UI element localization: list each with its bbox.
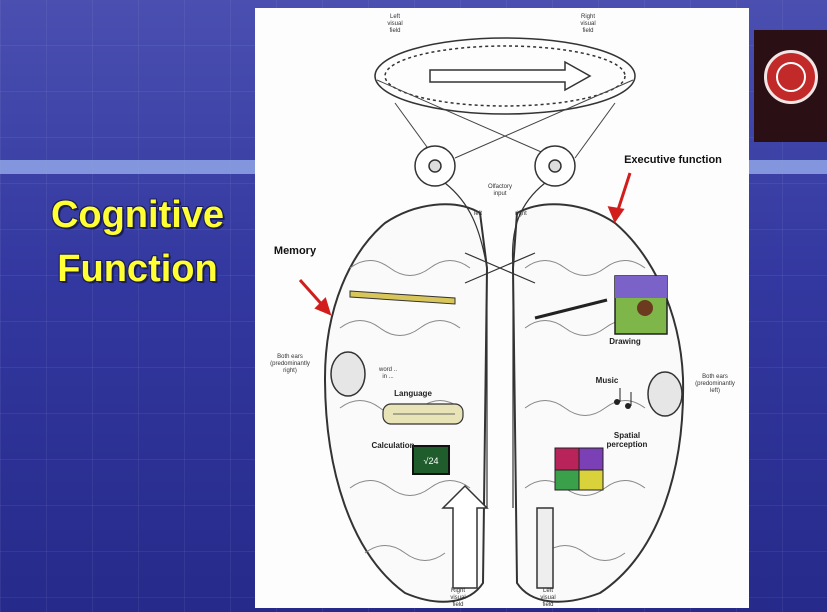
right-eye	[535, 146, 575, 186]
left-visual-field-bottom-line3: field	[542, 602, 553, 608]
calculation-label: Calculation	[371, 441, 414, 450]
memory-arrow	[300, 280, 329, 313]
right-visual-field-bottom-line2: visual	[450, 595, 465, 601]
brain-diagram: √24	[255, 8, 749, 608]
right-visual-field-bottom-line1: Right	[451, 588, 465, 594]
memory-label: Memory	[274, 245, 317, 257]
right-ear	[648, 372, 682, 416]
word-fragment-line2: in ...	[382, 374, 394, 380]
optic-rays	[377, 80, 633, 158]
left-ear-label-line3: right)	[283, 368, 297, 374]
calculation-board-icon: √24	[413, 446, 449, 474]
right-tract-label: right	[515, 211, 527, 217]
drawing-label: Drawing	[609, 337, 641, 346]
left-ear	[331, 352, 365, 396]
slide-title: Cognitive Function	[30, 188, 245, 296]
language-scroll-icon	[383, 404, 463, 424]
right-visual-field-top-line1: Right	[581, 14, 595, 20]
language-label: Language	[394, 389, 432, 398]
right-visual-field-top-line3: field	[582, 28, 593, 34]
university-seal-logo	[764, 50, 818, 104]
executive-function-label: Executive function	[624, 154, 722, 166]
word-fragment-line1: word ..	[378, 367, 397, 373]
left-visual-field-top-line3: field	[389, 28, 400, 34]
left-visual-field-top-line1: Left	[390, 14, 400, 20]
left-eye	[415, 146, 455, 186]
music-label: Music	[596, 376, 619, 385]
left-visual-field-bottom-line1: Left	[543, 588, 553, 594]
logo-box	[754, 30, 827, 142]
visual-field-arrow	[430, 62, 590, 90]
left-ear-label-line1: Both ears	[277, 354, 303, 360]
right-visual-field-bottom-line3: field	[452, 602, 463, 608]
olfactory-line1: Olfactory	[488, 184, 512, 190]
calc-value: √24	[424, 456, 439, 466]
brain-figure-panel: √24	[255, 8, 749, 608]
seal-inner-ring	[776, 62, 806, 92]
right-ear-label-line3: left)	[710, 388, 720, 394]
title-line-2: Function	[30, 242, 245, 296]
left-tract-label: left	[474, 211, 482, 217]
olfactory-line2: input	[493, 191, 506, 197]
right-visual-field-top-line2: visual	[580, 21, 595, 27]
title-line-1: Cognitive	[30, 188, 245, 242]
left-visual-field-bottom-line2: visual	[540, 595, 555, 601]
executive-function-arrow	[610, 173, 630, 220]
left-visual-field-top-line2: visual	[387, 21, 402, 27]
left-visual-field-arrow	[537, 508, 553, 588]
left-ear-label-line2: (predominantly	[270, 361, 310, 367]
right-ear-label-line1: Both ears	[702, 374, 728, 380]
spatial-perception-line2: perception	[607, 440, 648, 449]
spatial-puzzle-icon	[555, 448, 603, 490]
right-ear-label-line2: (predominantly	[695, 381, 735, 387]
spatial-perception-line1: Spatial	[614, 431, 640, 440]
